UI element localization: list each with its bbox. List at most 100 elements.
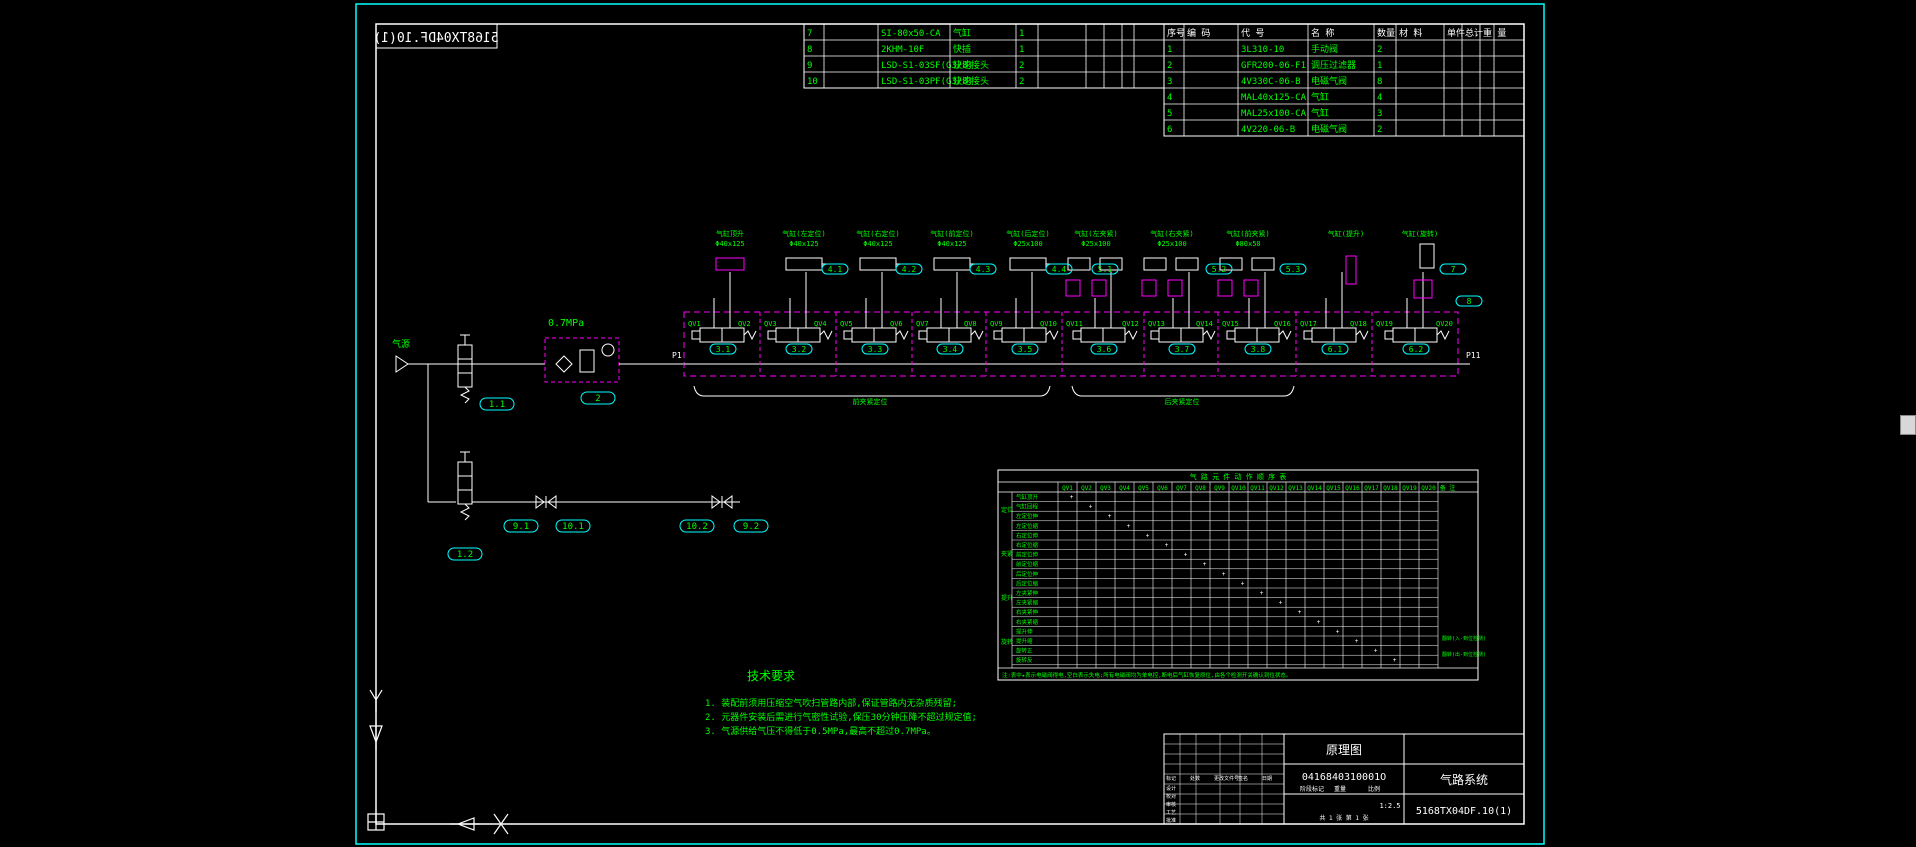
bom-header-cell: 名 称: [1311, 27, 1334, 39]
action-table-header: QV1: [1062, 485, 1073, 492]
valve-label: QV9: [990, 320, 1003, 328]
manual-valve-12-spring: [459, 503, 470, 521]
valve-tag-box: [1011, 343, 1039, 355]
quick-coupler-1: [535, 495, 557, 509]
solenoid-spring: [1278, 330, 1292, 341]
bom-cell: 气缸: [953, 27, 971, 39]
title-block-label: 校对: [1166, 793, 1176, 800]
actuator-size: Φ80x50: [1235, 240, 1260, 248]
action-table-row-label: 提升伸: [1016, 627, 1033, 635]
bom-cell: 快速接头: [953, 75, 989, 87]
coupler-tag: 9.1: [513, 522, 529, 532]
valve-tag: 3.2: [792, 345, 807, 354]
mirror-stamp-box: [375, 23, 498, 49]
bom-header-cell: 数量: [1377, 27, 1395, 39]
cylinder-small: [1251, 257, 1275, 271]
action-table-row-label: 旋转正: [1016, 647, 1033, 655]
bom-cell: 3: [1167, 77, 1172, 87]
action-mark: +: [1336, 628, 1340, 635]
solenoid-coil: [993, 330, 1003, 340]
solenoid-coil: [1384, 330, 1394, 340]
actuator-tag-box: [1091, 263, 1119, 275]
solenoid-coil: [691, 330, 701, 340]
cylinder-small: [1067, 257, 1091, 271]
action-mark: +: [1393, 657, 1397, 664]
valve-label: QV12: [1122, 320, 1139, 328]
actuator-tag: 7: [1451, 265, 1456, 274]
valve-label: QV17: [1300, 320, 1317, 328]
action-table-row-label: 右夹紧缩: [1016, 618, 1039, 626]
valve-tag: 3.1: [716, 345, 731, 354]
solenoid-spring: [819, 330, 833, 341]
valve-label: QV19: [1376, 320, 1393, 328]
manual-valve-11-tag: 1.1: [489, 400, 505, 410]
title-block-label: 签名: [1238, 775, 1248, 782]
coupler-tag-box: [679, 519, 715, 533]
actuator-size: Φ40x125: [863, 240, 893, 248]
title-block-label: 阶段标记: [1300, 785, 1324, 793]
valve-tag: 3.7: [1175, 345, 1190, 354]
origin-cross: [368, 814, 384, 830]
cylinder: [785, 257, 823, 271]
bom-cell: LSD-S1-03SF(G3/8): [881, 61, 973, 71]
valve-label: QV20: [1436, 320, 1453, 328]
action-table-row-label: 左夹紧缩: [1016, 599, 1039, 607]
solenoid-coil: [1072, 330, 1082, 340]
action-table-row-label: 右定位伸: [1016, 531, 1039, 539]
action-table-row-label: 气缸顶升: [1016, 493, 1039, 501]
valve-label: QV5: [840, 320, 853, 328]
valve-tag-box: [936, 343, 964, 355]
bom-cell: 1: [1167, 45, 1172, 55]
valve-tag-box: [785, 343, 813, 355]
cylinder: [933, 257, 971, 271]
solenoid-spring: [1202, 330, 1216, 341]
solenoid-spring: [1124, 330, 1138, 341]
group-bracket: [1071, 385, 1295, 397]
action-table-header: QV18: [1383, 485, 1398, 492]
title-block-label: 设计: [1166, 785, 1176, 792]
actuator-title: 气缸(前定位): [930, 229, 973, 238]
coupler-tag: 9.2: [743, 522, 759, 532]
valve-tag: 3.6: [1097, 345, 1112, 354]
bom-cell: 4V220-06-B: [1241, 125, 1295, 135]
manual-valve-11-tag-box: [479, 397, 515, 411]
bom-header-cell: 编 码: [1187, 27, 1210, 39]
bom-cell: 10: [807, 77, 818, 87]
solenoid-coil: [1150, 330, 1160, 340]
cylinder-vertical: [1419, 243, 1435, 269]
vertical-scrollbar-thumb[interactable]: [1900, 415, 1916, 435]
solenoid-spring: [895, 330, 909, 341]
action-table-note: 翻转(入-到位检测): [1442, 635, 1486, 642]
bom-cell: 1: [1019, 45, 1024, 55]
bom-border: [1163, 23, 1525, 137]
action-table-row-label: 右定位缩: [1016, 541, 1039, 549]
actuator-tag-box: [895, 263, 923, 275]
valve-tag-box: [1321, 343, 1349, 355]
actuator-tag: 5.1: [1098, 265, 1113, 274]
action-table-header: 备 注: [1440, 484, 1456, 492]
title-block-label: 批准: [1166, 817, 1176, 824]
p11-label: P11: [1466, 351, 1481, 360]
cylinder-rotary: [1345, 255, 1357, 285]
actuator-title: 气缸(前夹紧): [1226, 229, 1269, 238]
action-table-header: QV5: [1138, 485, 1149, 492]
title-block-label: 工艺: [1166, 810, 1176, 816]
tech-req-item-2: 2. 元器件安装后需进行气密性试验,保压30分钟压降不超过规定值;: [705, 711, 977, 723]
solenoid-spring: [1436, 330, 1450, 341]
action-table-header: QV12: [1269, 485, 1284, 492]
valve-label: QV16: [1274, 320, 1291, 328]
bom-cell: 1: [1019, 29, 1024, 39]
title-block-label: 审核: [1166, 801, 1176, 808]
bom-header-cell: 序号: [1167, 27, 1185, 39]
actuator-title: 气缸(右定位): [856, 229, 899, 238]
action-mark: +: [1127, 523, 1131, 530]
action-table-footnote: 注:表中★表示电磁阀得电,空白表示失电;所有电磁阀均为单电控,断电后气缸恢复原位…: [1002, 671, 1291, 679]
actuator-size: Φ25x100: [1157, 240, 1187, 248]
action-table-header: QV14: [1307, 485, 1322, 492]
group-label: 前夹紧定位: [853, 397, 888, 406]
bom-cell: 1: [1377, 61, 1382, 71]
title-block-label: 处数: [1190, 775, 1200, 782]
actuator-tag-box: [1045, 263, 1073, 275]
